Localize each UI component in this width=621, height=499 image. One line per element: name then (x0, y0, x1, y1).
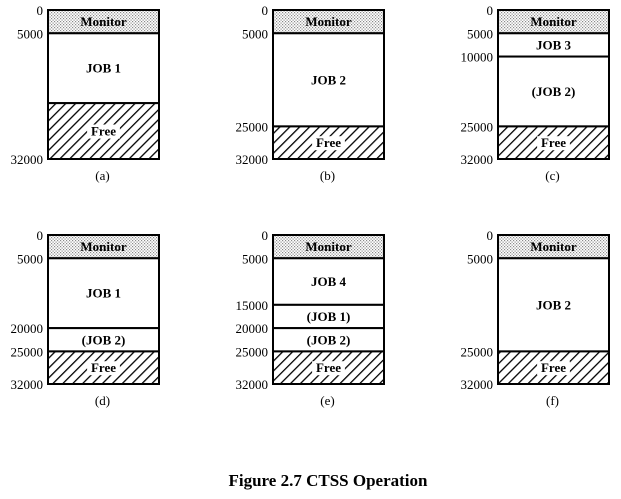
segment-label: Monitor (530, 239, 576, 254)
address-label: 5000 (467, 26, 493, 41)
memory-segment (272, 350, 385, 385)
address-label: 32000 (461, 377, 494, 392)
address-label: 15000 (236, 298, 269, 313)
address-label: 32000 (236, 152, 269, 167)
address-label: 20000 (11, 321, 44, 336)
memory-segment (47, 32, 160, 105)
label-backing (312, 361, 345, 376)
address-label: 32000 (11, 377, 44, 392)
segment-label: (JOB 2) (82, 332, 126, 347)
segment-label: JOB 2 (536, 297, 571, 312)
address-label: 5000 (17, 26, 43, 41)
segment-label: Free (316, 360, 341, 375)
address-label: 5000 (242, 26, 268, 41)
label-backing (537, 136, 570, 151)
segment-label: (JOB 1) (307, 309, 351, 324)
memory-segment (497, 55, 610, 128)
address-label: 25000 (461, 344, 494, 359)
address-label: 25000 (11, 344, 44, 359)
address-label: 25000 (236, 344, 269, 359)
segment-label: Monitor (305, 239, 351, 254)
address-label: 32000 (461, 152, 494, 167)
label-backing (87, 124, 120, 139)
panel-caption: (d) (95, 393, 110, 408)
address-label: 25000 (236, 119, 269, 134)
memory-segment (272, 125, 385, 160)
address-label: 25000 (461, 119, 494, 134)
address-label: 32000 (236, 377, 269, 392)
segment-label: JOB 1 (86, 61, 121, 76)
memory-segment (497, 125, 610, 160)
address-label: 10000 (461, 50, 494, 65)
address-label: 0 (37, 3, 44, 18)
memory-segment (272, 257, 385, 306)
address-label: 32000 (11, 152, 44, 167)
address-label: 20000 (236, 321, 269, 336)
label-backing (312, 136, 345, 151)
figure-title: Figure 2.7 CTSS Operation (229, 471, 429, 490)
memory-segment (497, 257, 610, 353)
segment-label: Free (316, 135, 341, 150)
panel-caption: (e) (320, 393, 334, 408)
segment-label: Monitor (530, 14, 576, 29)
segment-label: Free (541, 360, 566, 375)
segment-label: (JOB 2) (532, 84, 576, 99)
segment-label: JOB 3 (536, 37, 572, 52)
address-label: 0 (262, 3, 269, 18)
segment-label: Monitor (80, 14, 126, 29)
segment-label: Free (91, 360, 116, 375)
address-label: 0 (487, 228, 494, 243)
segment-label: JOB 1 (86, 286, 121, 301)
segment-label: Monitor (305, 14, 351, 29)
label-backing (537, 361, 570, 376)
address-label: 5000 (242, 251, 268, 266)
address-label: 5000 (467, 251, 493, 266)
panel-caption: (a) (95, 168, 109, 183)
segment-label: Free (91, 124, 116, 139)
panel-caption: (f) (546, 393, 559, 408)
memory-segment (272, 32, 385, 128)
label-backing (87, 361, 120, 376)
panel-caption: (b) (320, 168, 335, 183)
segment-label: (JOB 2) (307, 332, 351, 347)
address-label: 0 (487, 3, 494, 18)
segment-label: JOB 2 (311, 72, 346, 87)
panel-caption: (c) (545, 168, 559, 183)
memory-segment (47, 257, 160, 330)
address-label: 5000 (17, 251, 43, 266)
segment-label: Monitor (80, 239, 126, 254)
segment-label: JOB 4 (311, 274, 347, 289)
address-label: 0 (37, 228, 44, 243)
address-label: 0 (262, 228, 269, 243)
segment-label: Free (541, 135, 566, 150)
